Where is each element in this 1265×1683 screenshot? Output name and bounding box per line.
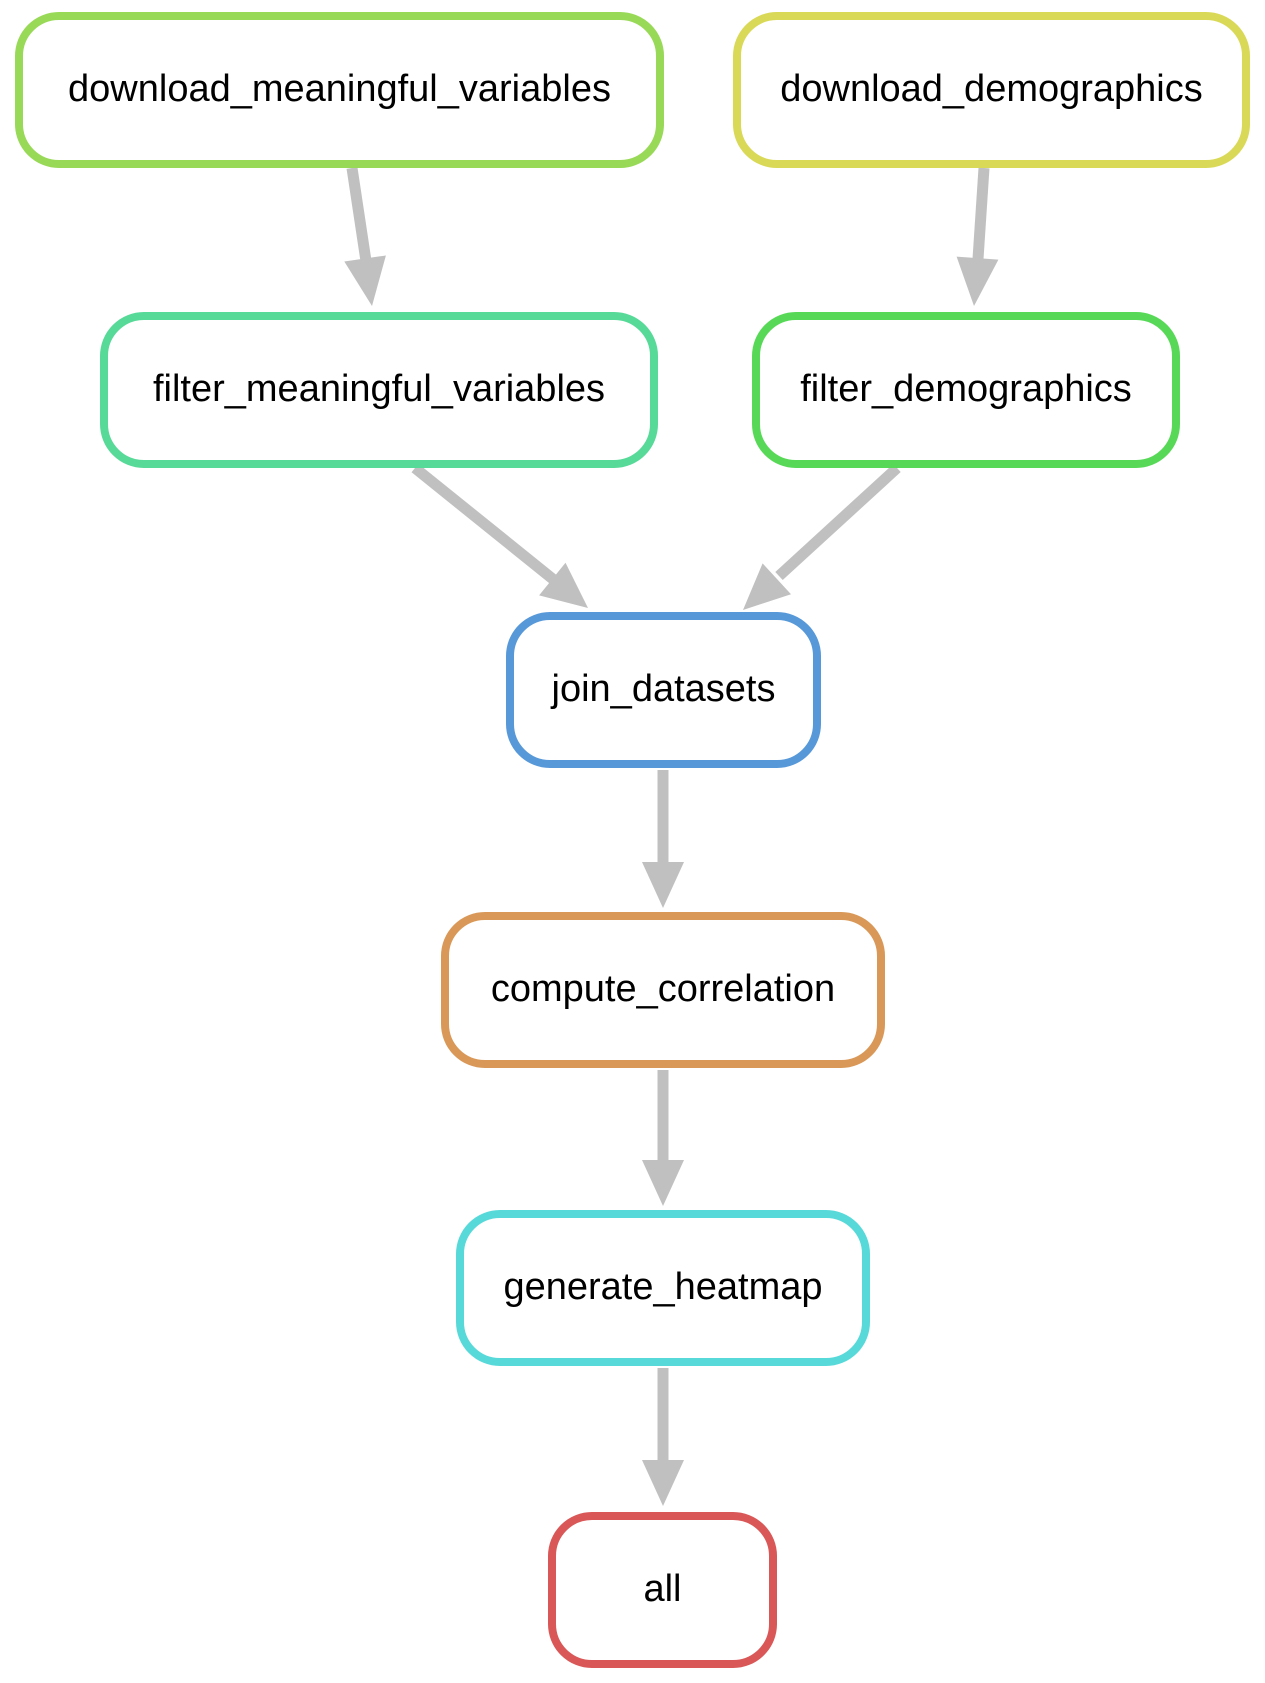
node-download_meaningful_variables: download_meaningful_variables	[15, 12, 664, 168]
node-label: join_datasets	[551, 668, 776, 711]
node-filter_demographics: filter_demographics	[752, 312, 1180, 468]
edge-line	[775, 463, 901, 581]
edge-line	[972, 167, 990, 260]
node-filter_meaningful_variables: filter_meaningful_variables	[100, 312, 658, 468]
node-join_datasets: join_datasets	[506, 612, 821, 768]
edge-line	[346, 167, 372, 262]
edge-arrowhead	[539, 562, 588, 608]
node-label: filter_demographics	[800, 368, 1132, 411]
node-label: generate_heatmap	[503, 1266, 823, 1309]
edge-arrowhead	[743, 563, 791, 610]
edge-arrowhead	[642, 862, 684, 908]
edge-join_datasets-to-compute_correlation	[642, 770, 684, 908]
node-label: all	[643, 1568, 682, 1611]
edge-generate_heatmap-to-all	[642, 1368, 684, 1506]
edge-arrowhead	[344, 255, 386, 306]
edge-filter_meaningful_variables-to-join_datasets	[411, 463, 588, 608]
edge-line	[411, 463, 558, 585]
edge-download_demographics-to-filter_demographics	[956, 167, 999, 306]
edge-filter_demographics-to-join_datasets	[743, 463, 901, 610]
node-label: download_meaningful_variables	[68, 68, 611, 111]
edge-arrowhead	[642, 1460, 684, 1506]
edge-arrowhead	[642, 1160, 684, 1206]
node-download_demographics: download_demographics	[733, 12, 1250, 168]
edge-arrowhead	[956, 256, 999, 306]
node-label: filter_meaningful_variables	[152, 368, 606, 411]
node-generate_heatmap: generate_heatmap	[456, 1210, 870, 1366]
node-all: all	[548, 1512, 777, 1668]
node-label: download_demographics	[780, 68, 1203, 111]
edge-compute_correlation-to-generate_heatmap	[642, 1070, 684, 1206]
node-label: compute_correlation	[490, 968, 836, 1011]
node-compute_correlation: compute_correlation	[441, 912, 885, 1068]
edge-download_meaningful_variables-to-filter_meaningful_variables	[344, 167, 386, 306]
